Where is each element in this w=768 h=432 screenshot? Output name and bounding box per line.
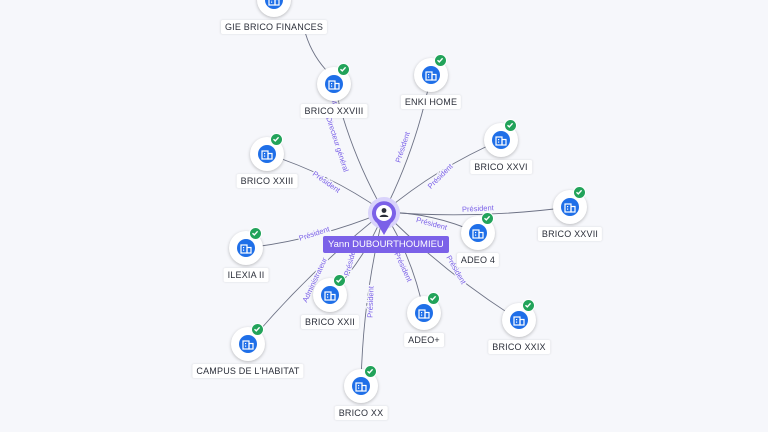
check-icon: [576, 189, 583, 195]
check-icon: [484, 215, 491, 221]
company-icon-wrap: [492, 131, 510, 149]
verified-badge: [573, 186, 586, 199]
person-pin[interactable]: [367, 196, 401, 236]
verified-badge: [364, 365, 377, 378]
company-badge[interactable]: [229, 227, 263, 265]
company-badge[interactable]: [317, 63, 351, 101]
edge-role-label: Président: [462, 203, 495, 214]
company-name-label[interactable]: ADEO+: [404, 333, 444, 347]
check-icon: [367, 368, 374, 374]
company-badge[interactable]: [484, 119, 518, 157]
building-icon: [268, 0, 280, 6]
building-icon: [472, 229, 484, 239]
building-icon: [418, 309, 430, 319]
building-icon: [324, 291, 336, 301]
building-icon: [425, 71, 437, 81]
company-badge[interactable]: [502, 299, 536, 337]
company-icon-wrap: [325, 75, 343, 93]
check-icon: [252, 230, 259, 236]
company-name-label[interactable]: BRICO XXVIII: [300, 104, 368, 118]
check-icon: [273, 136, 280, 142]
company-name-label[interactable]: ILEXIA II: [223, 268, 269, 282]
company-badge[interactable]: [313, 274, 347, 312]
company-badge[interactable]: [250, 133, 284, 171]
company-icon-wrap: [422, 66, 440, 84]
edge-brico-xxix: [383, 211, 520, 321]
company-icon-wrap: [352, 377, 370, 395]
company-name-label[interactable]: BRICO XXIX: [488, 340, 550, 354]
check-icon: [254, 326, 261, 332]
person-name-label[interactable]: Yann DUBOURTHOUMIEU: [323, 236, 449, 253]
edge-role-label: Président: [311, 169, 343, 195]
building-icon: [495, 136, 507, 146]
edge-role-label: Président: [365, 285, 375, 318]
company-icon-wrap: [510, 311, 528, 329]
verified-badge: [251, 323, 264, 336]
building-icon: [564, 203, 576, 213]
company-icon-wrap: [415, 304, 433, 322]
edge-brico-xx: [360, 211, 385, 387]
company-icon-wrap: [265, 0, 283, 9]
person-icon: [368, 197, 400, 235]
building-icon: [261, 150, 273, 160]
edge-gie-brico-xxviii: [303, 27, 327, 71]
verified-badge: [504, 119, 517, 132]
company-icon-wrap: [321, 286, 339, 304]
company-name-label[interactable]: ADEO 4: [456, 253, 500, 267]
company-name-label[interactable]: BRICO XX: [334, 406, 388, 420]
building-icon: [355, 382, 367, 392]
company-badge[interactable]: [407, 292, 441, 330]
company-icon-wrap: [469, 224, 487, 242]
verified-badge: [522, 299, 535, 312]
check-icon: [507, 122, 514, 128]
check-icon: [430, 295, 437, 301]
verified-badge: [481, 212, 494, 225]
building-icon: [242, 340, 254, 350]
company-name-label[interactable]: CAMPUS DE L'HABITAT: [192, 364, 304, 378]
building-icon: [328, 80, 340, 90]
company-name-label[interactable]: BRICO XXIII: [236, 174, 298, 188]
company-badge[interactable]: [344, 365, 378, 403]
company-name-label[interactable]: GIE BRICO FINANCES: [220, 20, 328, 34]
verified-badge: [337, 63, 350, 76]
company-name-label[interactable]: ENKI HOME: [400, 95, 462, 109]
check-icon: [525, 302, 532, 308]
company-icon-wrap: [237, 239, 255, 257]
company-name-label[interactable]: BRICO XXVII: [537, 227, 603, 241]
company-icon-wrap: [561, 198, 579, 216]
check-icon: [340, 66, 347, 72]
company-name-label[interactable]: BRICO XXVI: [470, 160, 532, 174]
verified-badge: [333, 274, 346, 287]
company-badge[interactable]: [231, 323, 265, 361]
company-icon-wrap: [239, 335, 257, 353]
verified-badge: [249, 227, 262, 240]
check-icon: [336, 277, 343, 283]
verified-badge: [427, 292, 440, 305]
company-name-label[interactable]: BRICO XXII: [300, 315, 360, 329]
company-icon-wrap: [258, 145, 276, 163]
edge-role-label: Directeur général: [324, 115, 350, 173]
company-badge[interactable]: [414, 54, 448, 92]
verified-badge: [434, 54, 447, 67]
edge-role-label: Président: [426, 161, 455, 190]
company-badge[interactable]: [257, 0, 291, 17]
company-badge[interactable]: [553, 186, 587, 224]
check-icon: [437, 57, 444, 63]
building-icon: [513, 316, 525, 326]
edge-role-label: Président: [393, 130, 412, 164]
company-badge[interactable]: [461, 212, 495, 250]
building-icon: [240, 244, 252, 254]
verified-badge: [270, 133, 283, 146]
